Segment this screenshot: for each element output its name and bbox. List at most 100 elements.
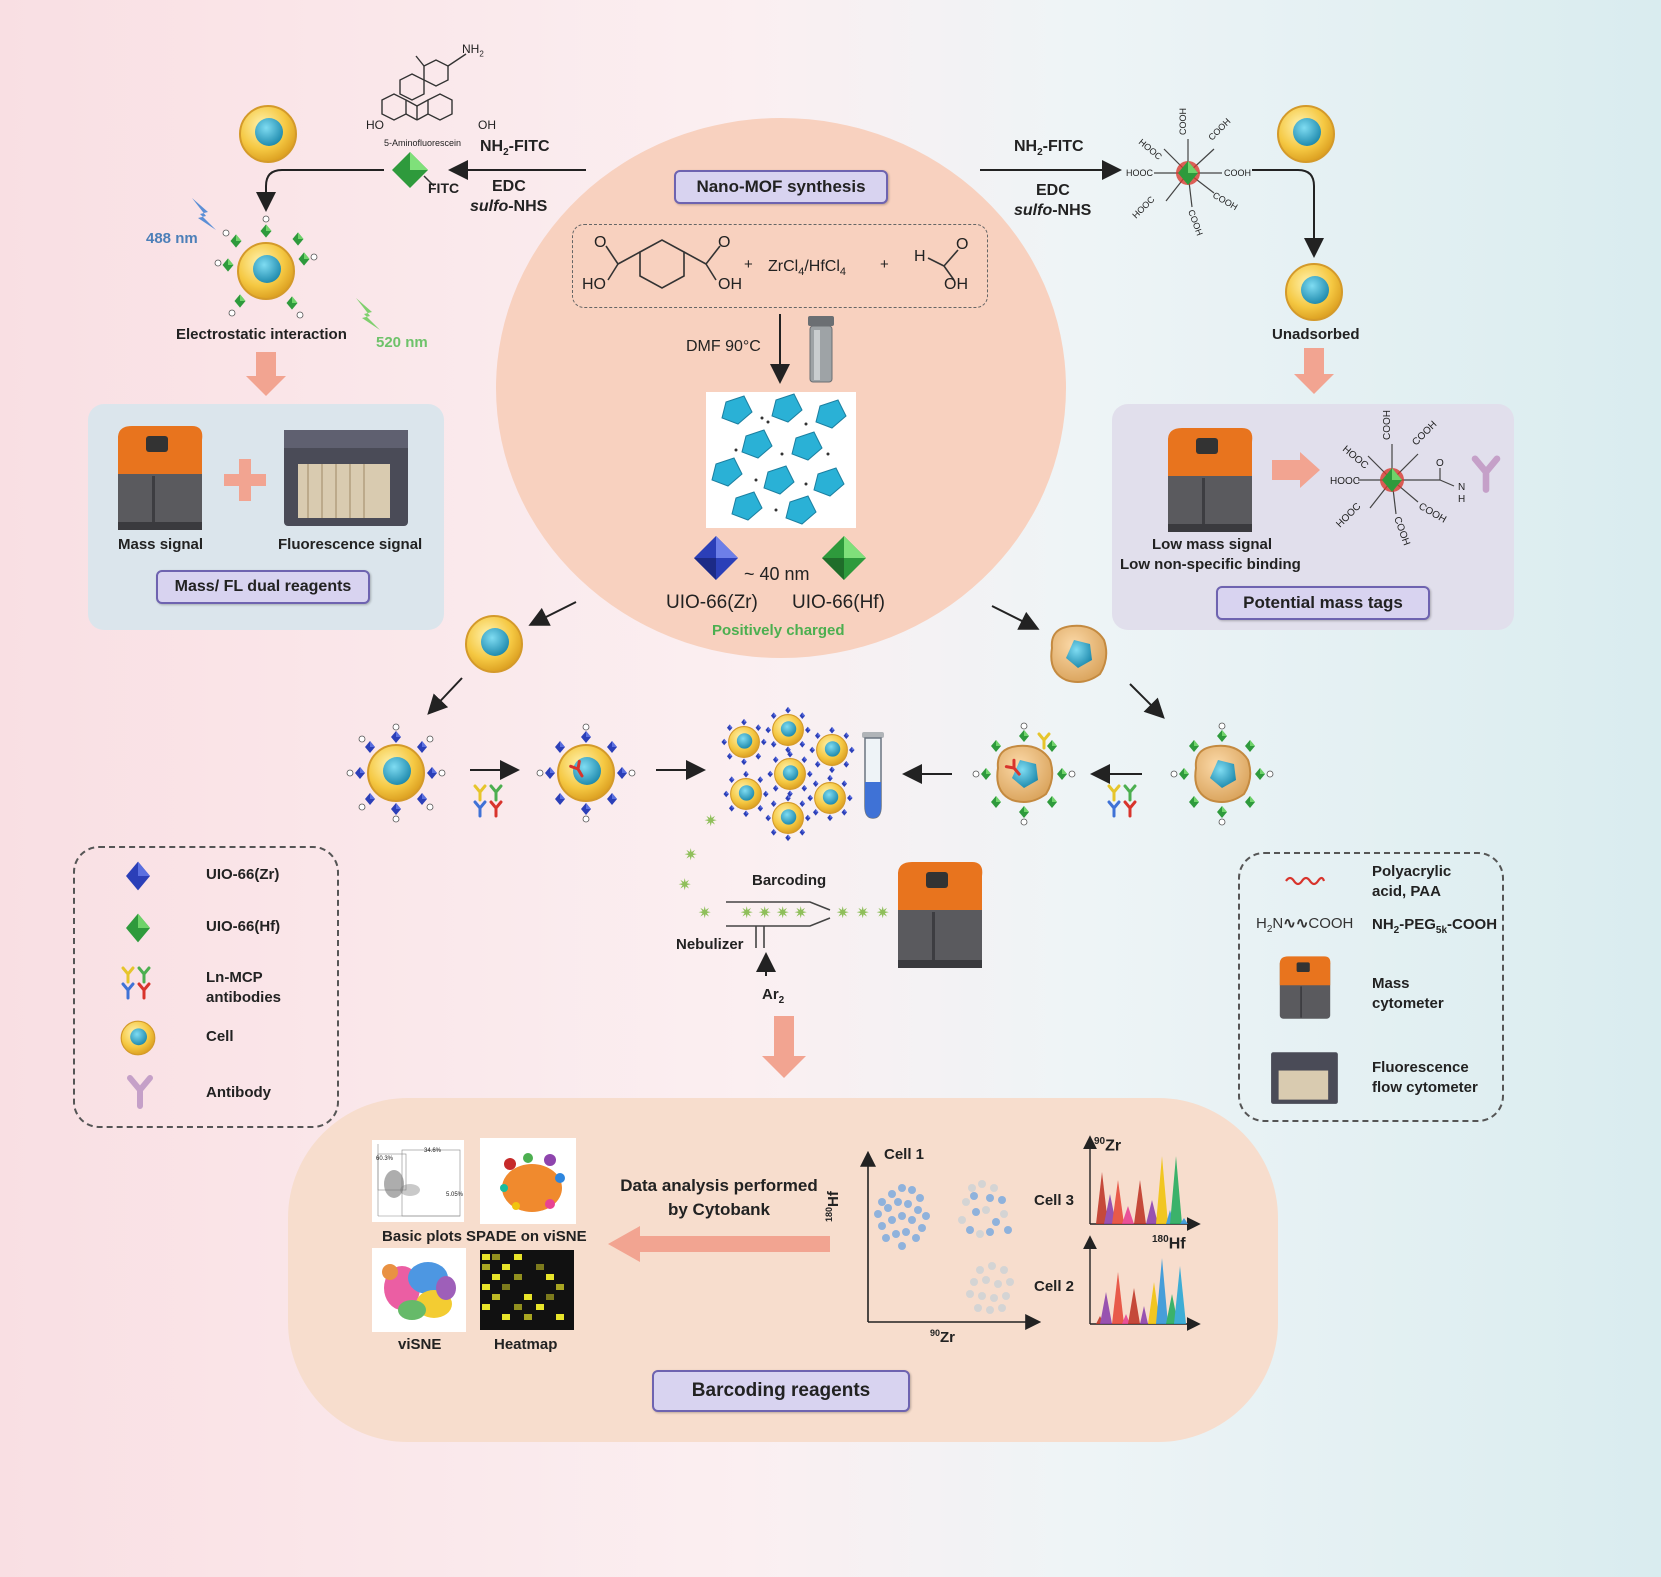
- svg-text:HOOC: HOOC: [1137, 137, 1164, 162]
- data-analysis-label: Data analysis performed by Cytobank: [620, 1176, 818, 1219]
- uio-66-zr-crystal-icon: [694, 536, 738, 580]
- macrophage-icon-middle-right: [1050, 624, 1108, 683]
- hf-mof-labeled-cell: [1170, 722, 1274, 826]
- potential-mass-tags-label: Potential mass tags: [1216, 586, 1430, 620]
- reaction-box: [572, 224, 988, 308]
- basic-plots-thumbnail: [372, 1140, 464, 1222]
- fluorescein-oh: OH: [478, 118, 496, 132]
- barcode-scatter-plot: [860, 1150, 1042, 1330]
- tpa-oh: OH: [718, 276, 742, 293]
- svg-text:O: O: [1436, 458, 1444, 469]
- uio-66-hf-crystal-icon: [822, 536, 866, 580]
- svg-text:HOOC: HOOC: [1130, 194, 1157, 221]
- svg-text:COOH: COOH: [1410, 419, 1439, 448]
- legend-paa-icon: [1285, 876, 1326, 886]
- reaction-condition: DMF 90°C: [686, 338, 761, 355]
- electrostatic-interaction-label: Electrostatic interaction: [176, 326, 347, 343]
- argon-label: Ar2: [762, 986, 785, 1006]
- aminofluorescein-name: 5-Aminofluorescein: [384, 138, 462, 148]
- autoclave-icon: [808, 316, 834, 383]
- barcoding-label: Barcoding: [752, 872, 827, 889]
- emission-bolt-icon: [356, 298, 380, 330]
- svg-text:✷: ✷: [740, 905, 753, 922]
- legend-ln-mcp-antibodies-icon: [121, 966, 151, 1000]
- low-mass-signal-label: Low mass signal: [1152, 536, 1273, 553]
- zr-axis-label: 90Zr: [930, 1328, 956, 1346]
- mof-crystal-clusters: [711, 393, 847, 525]
- visne-thumbnail: [372, 1248, 466, 1332]
- visne-label: viSNE: [398, 1336, 442, 1353]
- mass-cytometer-image-right-panel: [1168, 428, 1253, 532]
- svg-text:✷: ✷: [836, 905, 849, 922]
- edc-right: EDC: [1036, 182, 1070, 199]
- svg-text:N: N: [1458, 482, 1465, 493]
- zr-mof-labeled-cell: [346, 723, 446, 823]
- fluorescein-ho: HO: [366, 118, 384, 132]
- svg-text:COOH: COOH: [1178, 108, 1188, 135]
- basic-plots-label: Basic plots: [382, 1228, 463, 1245]
- aminofluorescein-structure: [381, 53, 467, 121]
- fa-h: H: [914, 248, 926, 265]
- nh2-fitc-right: NH2-FITC: [1014, 138, 1084, 159]
- legend-flow-cytometer-label: Fluorescence flow cytometer: [1372, 1059, 1478, 1096]
- basic-plot-pct-3: 5.05%: [446, 1192, 464, 1198]
- metal-salts: ZrCl4/HfCl4: [768, 258, 847, 279]
- svg-text:COOH: COOH: [1211, 190, 1239, 212]
- legend-paa-label: Polyacrylic acid, PAA: [1372, 863, 1452, 900]
- tpa-o-right: O: [718, 234, 731, 251]
- spade-visne-thumbnail: [480, 1138, 576, 1224]
- legend-mass-cytometer-label: Mass cytometer: [1372, 975, 1444, 1012]
- terephthalic-acid-structure: [605, 239, 721, 289]
- plus-sign-icon-vertical: [239, 459, 251, 501]
- fluorescence-signal-label: Fluorescence signal: [278, 536, 423, 553]
- tpa-o-left: O: [594, 234, 607, 251]
- svg-text:COOH: COOH: [1417, 501, 1448, 526]
- tpa-ho: HO: [582, 276, 606, 293]
- heatmap-label: Heatmap: [494, 1336, 558, 1353]
- legend-zr-icon: [126, 861, 150, 891]
- center-synthesis-circle: [496, 118, 1066, 658]
- svg-text:✷: ✷: [684, 847, 697, 864]
- nh2-fitc-left: NH2-FITC: [480, 138, 550, 159]
- svg-text:HOOC: HOOC: [1330, 476, 1360, 487]
- formic-acid-structure: [927, 249, 959, 281]
- edc-left: EDC: [492, 178, 526, 195]
- legend-flow-cytometer-icon: [1271, 1052, 1338, 1104]
- nano-mof-synthesis-label: Nano-MOF synthesis: [674, 170, 888, 204]
- spade-visne-label: SPADE on viSNE: [466, 1228, 587, 1245]
- zr-mass-spectrum: [1083, 1135, 1201, 1231]
- zr-cell-with-antibodies: [536, 723, 636, 823]
- test-tube-icon: [862, 732, 884, 819]
- mass-cytometer-image-center: [898, 862, 983, 968]
- basic-plot-pct-2: 60.3%: [376, 1156, 394, 1162]
- emission-wavelength: 520 nm: [376, 334, 428, 351]
- ln-mcp-antibodies-icon-right: [1107, 784, 1137, 818]
- positively-charged-label: Positively charged: [712, 622, 845, 639]
- ln-mcp-antibodies-icon-left: [473, 784, 503, 818]
- cell-2-label: Cell 2: [1034, 1278, 1075, 1295]
- left-legend-box: [73, 846, 339, 1128]
- svg-text:✷: ✷: [876, 905, 889, 922]
- unadsorbed-label: Unadsorbed: [1272, 326, 1360, 343]
- svg-text:HOOC: HOOC: [1334, 501, 1363, 530]
- svg-text:COOH: COOH: [1224, 168, 1251, 178]
- fitc-tag: FITC: [428, 180, 460, 196]
- sulfo-nhs-left: sulfo-NHS: [470, 198, 548, 215]
- uio-66-hf-label: UIO-66(Hf): [792, 592, 885, 613]
- svg-text:HOOC: HOOC: [1340, 444, 1370, 472]
- zr-peak-label: 90Zr: [1094, 1136, 1122, 1155]
- legend-mass-cytometer-icon: [1279, 956, 1331, 1019]
- excitation-wavelength: 488 nm: [146, 230, 198, 247]
- hf-mof-labeled-cell-with-antibodies: [972, 722, 1076, 826]
- low-nonspecific-binding-label: Low non-specific binding: [1120, 556, 1301, 573]
- svg-text:✷: ✷: [704, 813, 717, 830]
- mof-antibody-conjugate: COOH COOH COOH COOH HOOC HOOC HOOC ONH: [1330, 410, 1510, 547]
- svg-text:✷: ✷: [758, 905, 771, 922]
- barcoding-reagents-label: Barcoding reagents: [652, 1370, 910, 1412]
- cell-1-label: Cell 1: [884, 1146, 925, 1163]
- svg-text:✷: ✷: [776, 905, 789, 922]
- svg-text:H: H: [1458, 494, 1465, 505]
- svg-text:COOH: COOH: [1206, 116, 1232, 142]
- hf-axis-label: 180Hf: [824, 1191, 842, 1222]
- reaction-arrow: [770, 314, 790, 384]
